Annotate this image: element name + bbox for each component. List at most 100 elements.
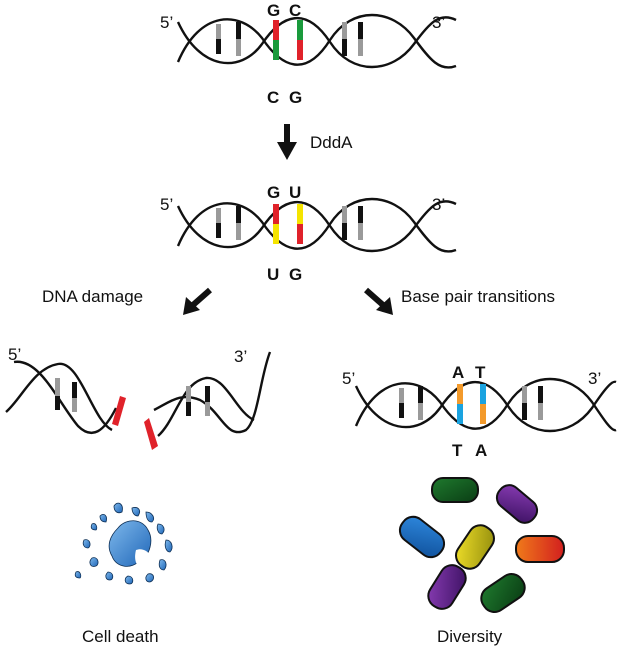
base-pair-gray	[342, 22, 347, 39]
bottom-base-2: A	[475, 441, 487, 460]
cell-death-icon	[74, 502, 173, 585]
bottom-base-1: T	[452, 441, 463, 460]
cell-fragment	[131, 507, 140, 517]
bacterium-cell	[427, 564, 467, 610]
helix-right-strand-a	[354, 377, 617, 432]
helix-middle: 5’ 3’ G U U G	[160, 183, 457, 284]
top-base-1: G	[267, 183, 280, 202]
base-pair-gray	[358, 223, 363, 240]
top-base-1: G	[267, 1, 280, 20]
top-base-2: T	[475, 363, 486, 382]
cell-fragment	[90, 523, 98, 531]
arrow-shaft	[191, 287, 212, 308]
base-pair-black	[205, 386, 210, 402]
base-pair-gray	[418, 403, 423, 420]
helix-right: 5’ 3’ A T T A	[342, 363, 617, 460]
cell-fragment	[105, 571, 114, 581]
cell-fragment	[113, 502, 123, 514]
base-pair-gray	[216, 24, 221, 39]
cell-fragment	[158, 559, 167, 571]
helix-top-edited-pairs	[273, 20, 303, 60]
base-pair-gray	[186, 386, 191, 402]
base-pair-black	[358, 206, 363, 223]
cell-fragment-bite	[135, 549, 152, 569]
branch-right-label: Base pair transitions	[401, 287, 555, 306]
cell-fragment	[124, 575, 134, 585]
base-pair-gray	[399, 388, 404, 403]
base-pair-bottom-left	[273, 224, 279, 244]
bottom-base-2: G	[289, 88, 302, 107]
base-pair-black	[72, 382, 77, 398]
base-pair-black	[186, 402, 191, 416]
arrow-shaft	[364, 287, 385, 308]
broken-strand-right-a	[157, 376, 255, 437]
three-prime-label: 3’	[234, 347, 247, 366]
cell-fragment	[82, 539, 91, 549]
arrow-enzyme: DddA	[277, 124, 353, 160]
base-pair-bottom-right	[297, 40, 303, 60]
base-pair-gray	[236, 39, 241, 56]
base-pair-gray	[55, 378, 60, 396]
cell-fragment	[156, 523, 165, 535]
base-pair-gray	[538, 403, 543, 420]
base-pair-black	[538, 386, 543, 403]
down-right-arrow-icon	[376, 297, 393, 315]
cell-fragment	[99, 514, 107, 523]
cell-fragment	[89, 557, 99, 567]
base-pair-gray	[205, 402, 210, 416]
arrow-right-branch	[364, 287, 393, 315]
three-prime-label: 3’	[432, 13, 445, 32]
base-pair-gray	[72, 398, 77, 412]
base-pair-black	[342, 39, 347, 56]
cell-fragment	[145, 511, 154, 523]
base-pair-black	[522, 403, 527, 420]
helix-top-strand-a	[176, 13, 457, 69]
branch-left-label: DNA damage	[42, 287, 143, 306]
top-base-2: U	[289, 183, 301, 202]
down-arrow-icon	[277, 142, 297, 160]
arrow-left-branch	[183, 287, 212, 315]
helix-top-gray-pairs	[216, 22, 363, 56]
cell-fragment	[164, 539, 173, 553]
bottom-base-1: C	[267, 88, 279, 107]
bacterium-cell	[515, 535, 565, 563]
bacterium-cell	[398, 515, 446, 559]
base-pair-top-right	[297, 204, 303, 224]
base-pair-gray	[236, 223, 241, 240]
broken-strand-left-a	[5, 362, 113, 432]
helix-middle-edited-pairs	[273, 204, 303, 244]
base-pair-bottom-right	[297, 224, 303, 244]
five-prime-label: 5’	[8, 345, 21, 364]
helix-right-edited-pairs	[457, 384, 486, 424]
base-pair-top-right	[480, 384, 486, 404]
base-pair-black	[216, 39, 221, 54]
base-pair-top-left	[273, 204, 279, 224]
base-pair-black	[236, 206, 241, 223]
base-pair-black	[342, 223, 347, 240]
five-prime-label: 5’	[342, 369, 355, 388]
outcome-right-label: Diversity	[437, 627, 503, 646]
base-pair-bottom-left	[273, 40, 279, 60]
base-pair-top-left	[457, 384, 463, 404]
diversity-cells	[398, 477, 565, 613]
top-base-2: C	[289, 1, 301, 20]
helix-right-strand-b	[354, 380, 617, 433]
arrow-shaft	[284, 124, 290, 144]
base-pair-black	[55, 396, 60, 410]
base-pair-bottom-right	[480, 404, 486, 424]
broken-strand-right-b	[153, 351, 272, 434]
base-pair-gray	[342, 206, 347, 223]
five-prime-label: 5’	[160, 195, 173, 214]
five-prime-label: 5’	[160, 13, 173, 32]
base-pair-black	[418, 386, 423, 403]
bacterium-cell	[431, 477, 479, 503]
three-prime-label: 3’	[588, 369, 601, 388]
broken-helix: 5’ 3’	[5, 345, 272, 450]
lesion-mark-left	[112, 396, 126, 426]
helix-top: 5’ 3’ G C C G	[160, 1, 457, 107]
base-pair-bottom-left	[457, 404, 463, 424]
helix-middle-strand-a	[176, 197, 457, 253]
top-base-1: A	[452, 363, 464, 382]
three-prime-label: 3’	[432, 195, 445, 214]
